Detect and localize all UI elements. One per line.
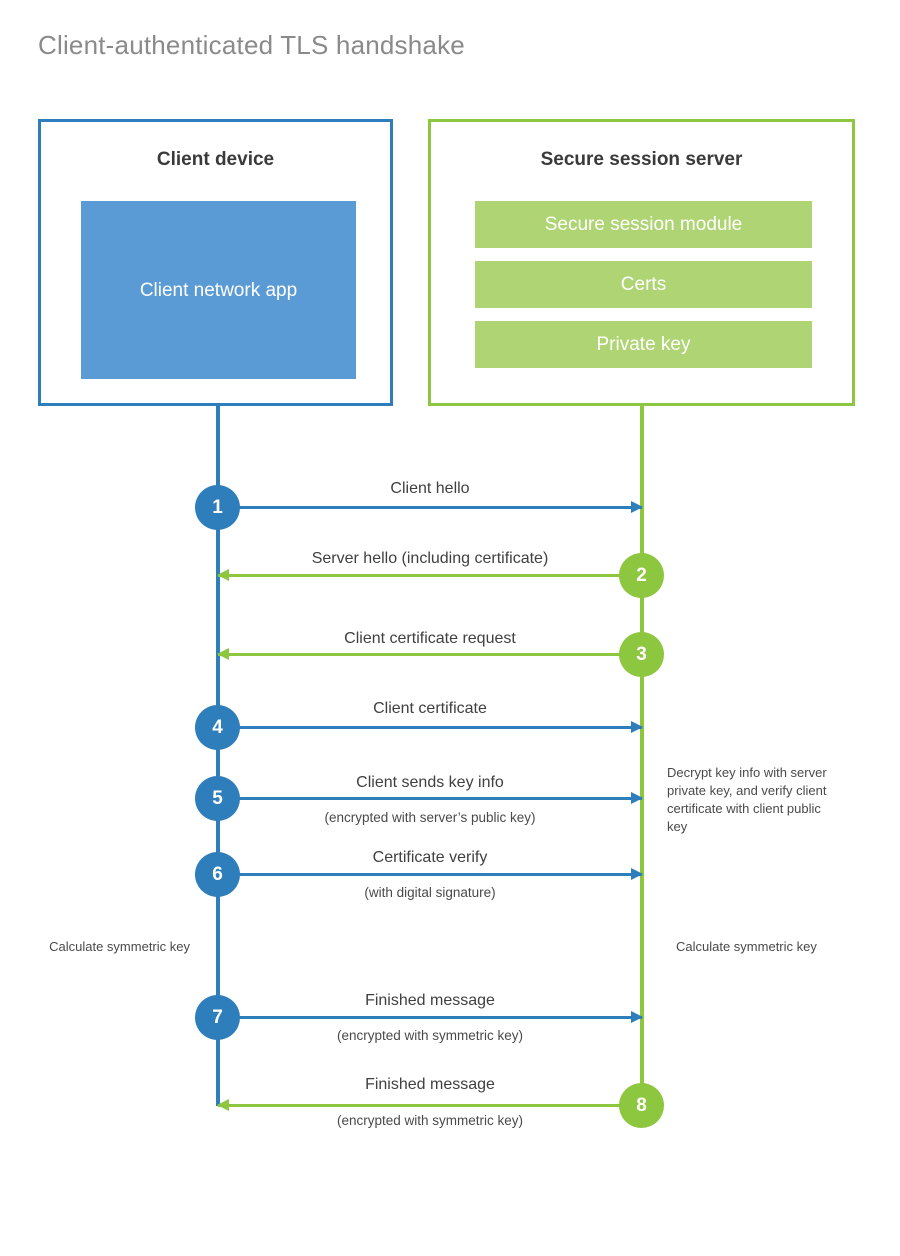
step-7-sublabel: (encrypted with symmetric key) [336, 1028, 524, 1043]
arrowhead-icon [631, 868, 643, 880]
page-title: Client-authenticated TLS handshake [38, 30, 465, 60]
step-3-label: Client certificate request [344, 630, 516, 647]
server-module-private-key: Private key [475, 321, 812, 368]
server-decrypt-note: Decrypt key info with server private key… [667, 765, 827, 834]
step-4-label: Client certificate [373, 700, 487, 717]
step-5-sublabel: (encrypted with server’s public key) [324, 810, 536, 825]
step-6-sublabel: (with digital signature) [364, 885, 496, 900]
step-5-circle[interactable]: 5 [195, 776, 240, 821]
step-8-arrow [217, 1099, 642, 1111]
step-5-label: Client sends key info [356, 774, 504, 791]
step-2-circle[interactable]: 2 [619, 553, 664, 598]
secure-session-server-box: Secure session server Secure session mod… [428, 119, 855, 406]
step-7-label: Finished message [365, 992, 495, 1009]
client-lifeline [216, 406, 220, 1106]
arrowhead-icon [631, 1011, 643, 1023]
step-6-circle[interactable]: 6 [195, 852, 240, 897]
client-device-box: Client device Client network app [38, 119, 393, 406]
step-2-label: Server hello (including certificate) [311, 550, 549, 567]
client-calculate-symmetric-key-note: Calculate symmetric key [49, 939, 190, 954]
step-8-label: Finished message [365, 1076, 495, 1093]
server-calculate-symmetric-key-note: Calculate symmetric key [676, 939, 817, 954]
arrowhead-icon [217, 648, 229, 660]
step-1-label: Client hello [390, 480, 470, 497]
arrowhead-icon [217, 569, 229, 581]
server-lifeline [640, 406, 644, 1106]
step-3-circle[interactable]: 3 [619, 632, 664, 677]
step-5-arrow [218, 792, 643, 804]
arrowhead-icon [217, 1099, 229, 1111]
step-6-label: Certificate verify [372, 849, 488, 866]
arrowhead-icon [631, 721, 643, 733]
server-module-list: Secure session module Certs Private key [475, 201, 812, 368]
client-network-app-block: Client network app [81, 201, 356, 379]
server-module-secure-session-module: Secure session module [475, 201, 812, 248]
step-3-arrow [217, 648, 642, 660]
server-module-certs: Certs [475, 261, 812, 308]
step-4-arrow [218, 721, 643, 733]
step-1-arrow [218, 501, 643, 513]
arrowhead-icon [631, 501, 643, 513]
step-2-arrow [217, 569, 642, 581]
step-7-circle[interactable]: 7 [195, 995, 240, 1040]
arrowhead-icon [631, 792, 643, 804]
step-8-circle[interactable]: 8 [619, 1083, 664, 1128]
client-device-title: Client device [156, 149, 275, 170]
step-7-arrow [218, 1011, 643, 1023]
step-8-sublabel: (encrypted with symmetric key) [336, 1113, 524, 1128]
step-4-circle[interactable]: 4 [195, 705, 240, 750]
secure-session-server-title: Secure session server [540, 149, 743, 170]
step-1-circle[interactable]: 1 [195, 485, 240, 530]
step-6-arrow [218, 868, 643, 880]
